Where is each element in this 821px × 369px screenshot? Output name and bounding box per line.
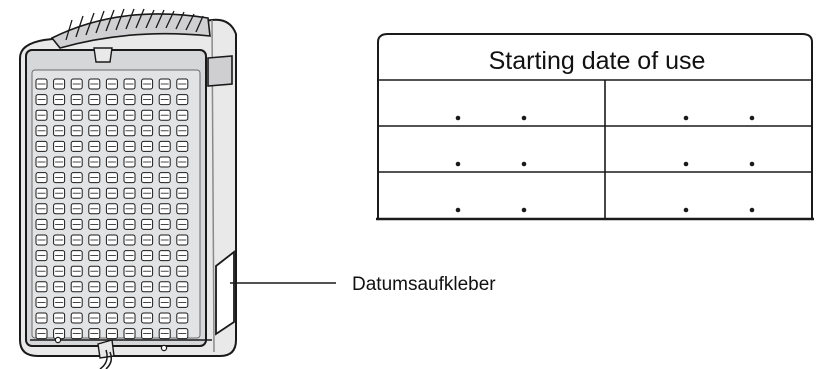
- date-separator-dot: [521, 161, 527, 167]
- date-separator-dot: [521, 115, 527, 121]
- power-cord-icon: [97, 339, 115, 369]
- date-separator-dot: [683, 115, 689, 121]
- filter-vent-grid: [35, 78, 189, 340]
- date-sticker-label: Datumsaufkleber: [352, 274, 496, 295]
- date-entry-cells: [455, 115, 755, 213]
- date-separator-dot: [455, 207, 461, 213]
- air-purifier-icon: [19, 8, 237, 357]
- date-sticker-icon: [215, 250, 235, 336]
- date-separator-dot: [521, 207, 527, 213]
- date-separator-dot: [749, 207, 755, 213]
- date-separator-dot: [455, 115, 461, 121]
- date-separator-dot: [455, 161, 461, 167]
- table-title: Starting date of use: [488, 47, 706, 75]
- date-separator-dot: [749, 115, 755, 121]
- date-separator-dot: [683, 207, 689, 213]
- date-separator-dot: [749, 161, 755, 167]
- air-purifier-illustration: [19, 8, 336, 369]
- starting-date-table: [376, 33, 814, 221]
- date-separator-dot: [683, 161, 689, 167]
